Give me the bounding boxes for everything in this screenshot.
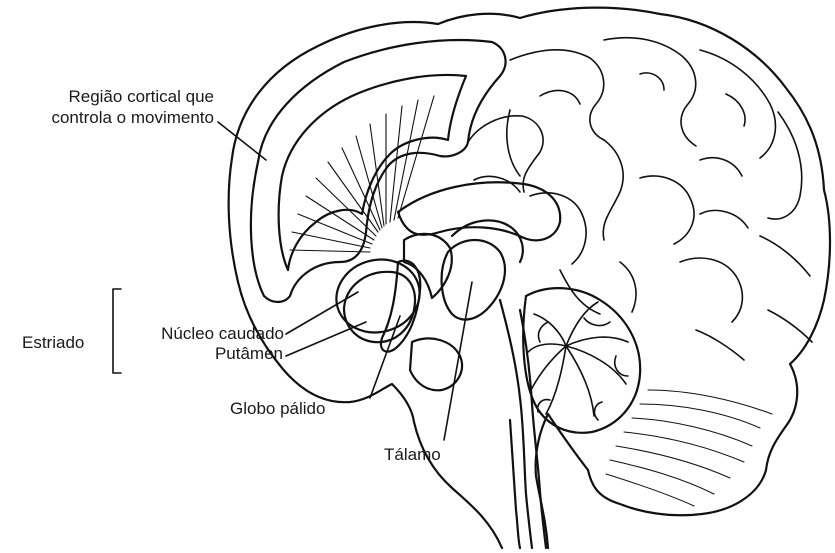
brainstem-mid [510, 420, 520, 548]
leader-globus [370, 316, 400, 398]
label-estriado: Estriado [22, 332, 84, 353]
corpus-callosum [398, 182, 560, 240]
lower-striations [606, 390, 772, 506]
estriado-bracket [113, 289, 121, 373]
motor-cortex-inner [279, 75, 466, 270]
label-nucleo-caudado: Núcleo caudado [130, 323, 284, 344]
label-motor-cortex-line1: Região cortical que [0, 86, 214, 107]
label-putamen: Putâmen [130, 343, 283, 364]
label-motor-cortex-line2: controla o movimento [0, 107, 214, 128]
cerebellum [523, 288, 640, 433]
brain-outline [232, 8, 830, 516]
leader-caudate [286, 292, 358, 334]
leader-thalamus [444, 282, 472, 440]
corticostriatal-fibres [290, 96, 434, 252]
leader-cortex [218, 122, 266, 160]
label-globo-palido: Globo pálido [230, 398, 325, 419]
internal-capsule [404, 234, 452, 298]
label-motor-cortex-region: Região cortical que controla o movimento [0, 86, 214, 128]
label-talamo: Tálamo [384, 444, 441, 465]
arbor-vitae [528, 302, 628, 420]
